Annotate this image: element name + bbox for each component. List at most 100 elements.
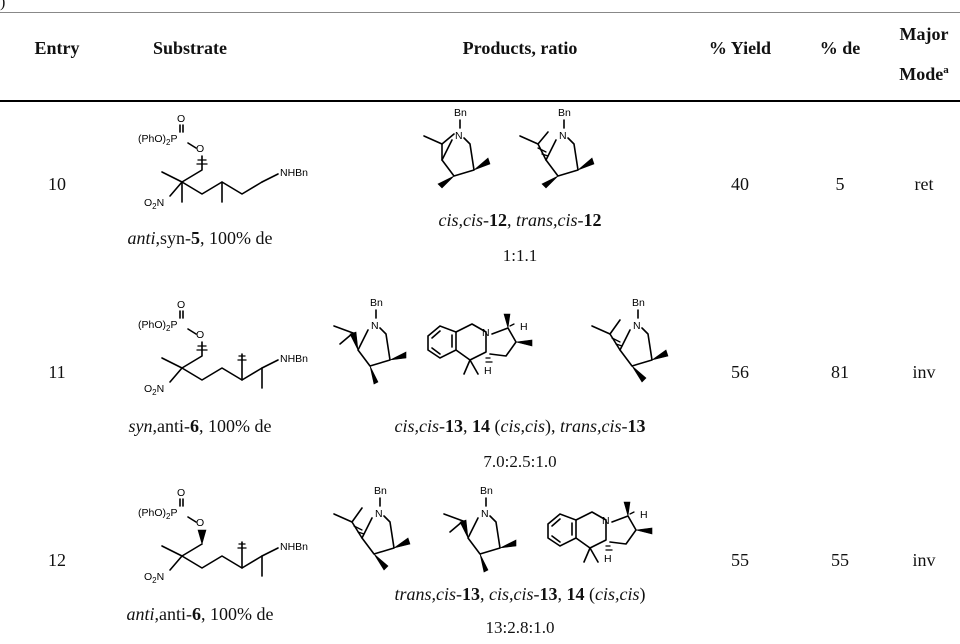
row-yield: 40 bbox=[731, 174, 749, 194]
row-mode: inv bbox=[912, 362, 936, 382]
caption-segment: ) bbox=[639, 584, 646, 604]
table-top-rule bbox=[0, 12, 960, 13]
svg-text:H: H bbox=[640, 509, 648, 521]
products-caption: cis,cis-12, trans,cis-12 bbox=[330, 210, 710, 231]
row-de: 5 bbox=[835, 174, 845, 194]
product-structure: N H H bbox=[547, 501, 653, 565]
product-structure: Bn N bbox=[333, 297, 407, 385]
row-entry: 12 bbox=[48, 550, 66, 570]
product-structure: N H H bbox=[427, 313, 533, 377]
header-yield: % Yield bbox=[708, 38, 772, 58]
caption-segment: - bbox=[482, 210, 489, 230]
svg-text:N: N bbox=[602, 515, 610, 527]
svg-text:O: O bbox=[196, 329, 204, 341]
caption-segment: ( bbox=[584, 584, 595, 604]
caption-segment: - bbox=[621, 416, 628, 436]
svg-text:H: H bbox=[484, 365, 492, 377]
svg-text:N: N bbox=[559, 130, 567, 142]
caption-segment: cis,cis bbox=[489, 584, 534, 604]
svg-text:Bn: Bn bbox=[632, 297, 645, 309]
svg-text:O: O bbox=[177, 487, 185, 499]
product-structure: Bn N bbox=[333, 485, 411, 571]
substrate-label: anti,anti-6, 100% de bbox=[126, 604, 274, 624]
svg-text:O: O bbox=[196, 143, 204, 155]
products-ratio: 1:1.1 bbox=[502, 246, 538, 265]
caption-segment: ( bbox=[489, 416, 501, 436]
svg-text:O: O bbox=[177, 113, 185, 125]
svg-text:Bn: Bn bbox=[558, 107, 571, 119]
caption-segment: 12 bbox=[583, 210, 602, 230]
row-entry: 11 bbox=[48, 362, 66, 382]
svg-text:N: N bbox=[482, 327, 490, 339]
header-products: Products, ratio bbox=[462, 38, 578, 58]
caption-segment: cis,cis bbox=[394, 416, 439, 436]
caption-segment: 12 bbox=[488, 210, 507, 230]
caption-segment: , bbox=[557, 584, 567, 604]
substrate-label: anti,syn-5, 100% de bbox=[127, 228, 273, 248]
caption-segment: - bbox=[456, 584, 462, 604]
svg-text:NHBn: NHBn bbox=[280, 167, 308, 179]
svg-text:O2N: O2N bbox=[144, 383, 164, 397]
row-yield: 55 bbox=[731, 550, 749, 570]
svg-text:Bn: Bn bbox=[454, 107, 467, 119]
header-mode-line1: Major bbox=[899, 24, 949, 44]
substrate-structure: (PhO)2P O O O2N NHBn bbox=[138, 487, 308, 585]
svg-text:Bn: Bn bbox=[480, 485, 493, 497]
svg-text:H: H bbox=[604, 553, 612, 565]
substrate-label: syn,anti-6, 100% de bbox=[128, 416, 272, 436]
caption-segment: cis,cis bbox=[500, 416, 545, 436]
svg-text:N: N bbox=[375, 508, 383, 520]
caption-segment: 13 bbox=[539, 584, 558, 604]
svg-text:(PhO)2P: (PhO)2P bbox=[138, 133, 177, 147]
svg-text:O: O bbox=[177, 299, 185, 311]
caption-segment: , bbox=[480, 584, 489, 604]
caption-segment: cis,cis bbox=[595, 584, 640, 604]
header-substrate: Substrate bbox=[152, 38, 227, 58]
caption-segment: 13 bbox=[627, 416, 646, 436]
svg-text:O2N: O2N bbox=[144, 571, 164, 585]
products-ratio: 7.0:2.5:1.0 bbox=[483, 452, 557, 471]
table-header-rule bbox=[0, 100, 960, 102]
svg-text:N: N bbox=[481, 508, 489, 520]
product-structure: Bn N bbox=[519, 107, 595, 189]
caption-segment: trans,cis bbox=[515, 210, 578, 230]
svg-text:(PhO)2P: (PhO)2P bbox=[138, 507, 177, 521]
substrate-structure: (PhO)2P O O O2N NHBn bbox=[138, 299, 308, 397]
product-structure: Bn N bbox=[443, 485, 517, 573]
row-yield: 56 bbox=[731, 362, 749, 382]
product-structure: Bn N bbox=[423, 107, 491, 189]
caption-segment: - bbox=[577, 210, 584, 230]
caption-segment: - bbox=[533, 584, 540, 604]
svg-text:NHBn: NHBn bbox=[280, 541, 308, 553]
products-caption: trans,cis-13, cis,cis-13, 14 (cis,cis) bbox=[300, 584, 740, 605]
svg-text:N: N bbox=[633, 320, 641, 332]
svg-text:O: O bbox=[196, 517, 204, 529]
svg-text:Bn: Bn bbox=[370, 297, 383, 309]
caption-segment: 14 bbox=[566, 584, 585, 604]
caption-segment: 13 bbox=[462, 584, 480, 604]
product-structure: Bn N bbox=[591, 297, 669, 383]
caption-segment: - bbox=[438, 416, 445, 436]
header-major-mode: Major Modea bbox=[888, 16, 960, 92]
caption-segment: , bbox=[506, 210, 516, 230]
caption-segment: cis,cis bbox=[438, 210, 483, 230]
header-de: % de bbox=[819, 38, 861, 58]
caption-segment: 13 bbox=[444, 416, 463, 436]
svg-text:O2N: O2N bbox=[144, 197, 164, 211]
header-entry: Entry bbox=[34, 38, 80, 58]
svg-text:NHBn: NHBn bbox=[280, 353, 308, 365]
products-ratio: 13:2.8:1.0 bbox=[485, 618, 555, 637]
caption-segment: 14 bbox=[471, 416, 490, 436]
figure-fragment: ) bbox=[0, 0, 6, 11]
svg-text:N: N bbox=[455, 130, 463, 142]
caption-segment: trans,cis bbox=[394, 584, 456, 604]
row-mode: ret bbox=[914, 174, 934, 194]
caption-segment: trans,cis bbox=[559, 416, 622, 436]
row-de: 81 bbox=[831, 362, 849, 382]
svg-text:(PhO)2P: (PhO)2P bbox=[138, 319, 177, 333]
row-mode: inv bbox=[912, 550, 936, 570]
svg-text:Bn: Bn bbox=[374, 485, 387, 497]
caption-segment: ), bbox=[544, 416, 560, 436]
svg-text:N: N bbox=[371, 320, 379, 332]
header-mode-line2: Modea bbox=[899, 64, 949, 84]
